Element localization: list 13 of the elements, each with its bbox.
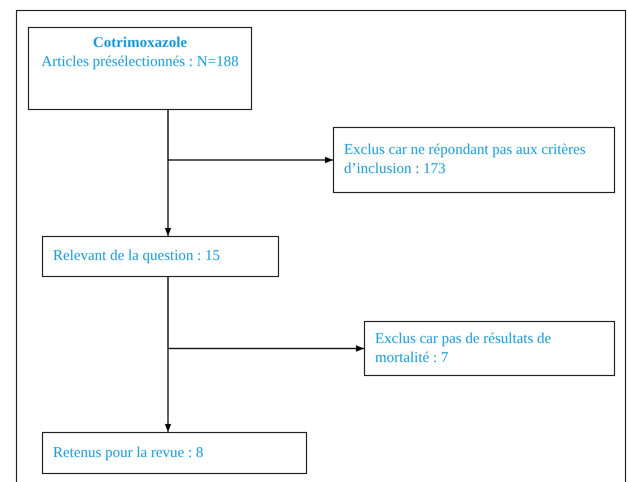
process-box bbox=[28, 27, 252, 110]
process-box bbox=[42, 236, 279, 277]
process-box bbox=[333, 127, 615, 193]
process-box bbox=[364, 321, 615, 376]
box-heading: Cotrimoxazole bbox=[92, 34, 188, 53]
box-text: Exclus car ne répondant pas aux critères d’inclusion : 173 bbox=[344, 141, 587, 179]
arrow bbox=[164, 110, 172, 236]
box-text: Relevant de la question : 15 bbox=[53, 247, 222, 266]
arrow bbox=[164, 277, 172, 432]
box-text: Articles présélectionnés : N=188 bbox=[40, 53, 240, 72]
box-text: Exclus car pas de résultats de mortalité : 7 bbox=[375, 330, 552, 368]
process-box bbox=[42, 432, 307, 474]
box-text: Retenus pour la revue : 8 bbox=[53, 444, 204, 462]
